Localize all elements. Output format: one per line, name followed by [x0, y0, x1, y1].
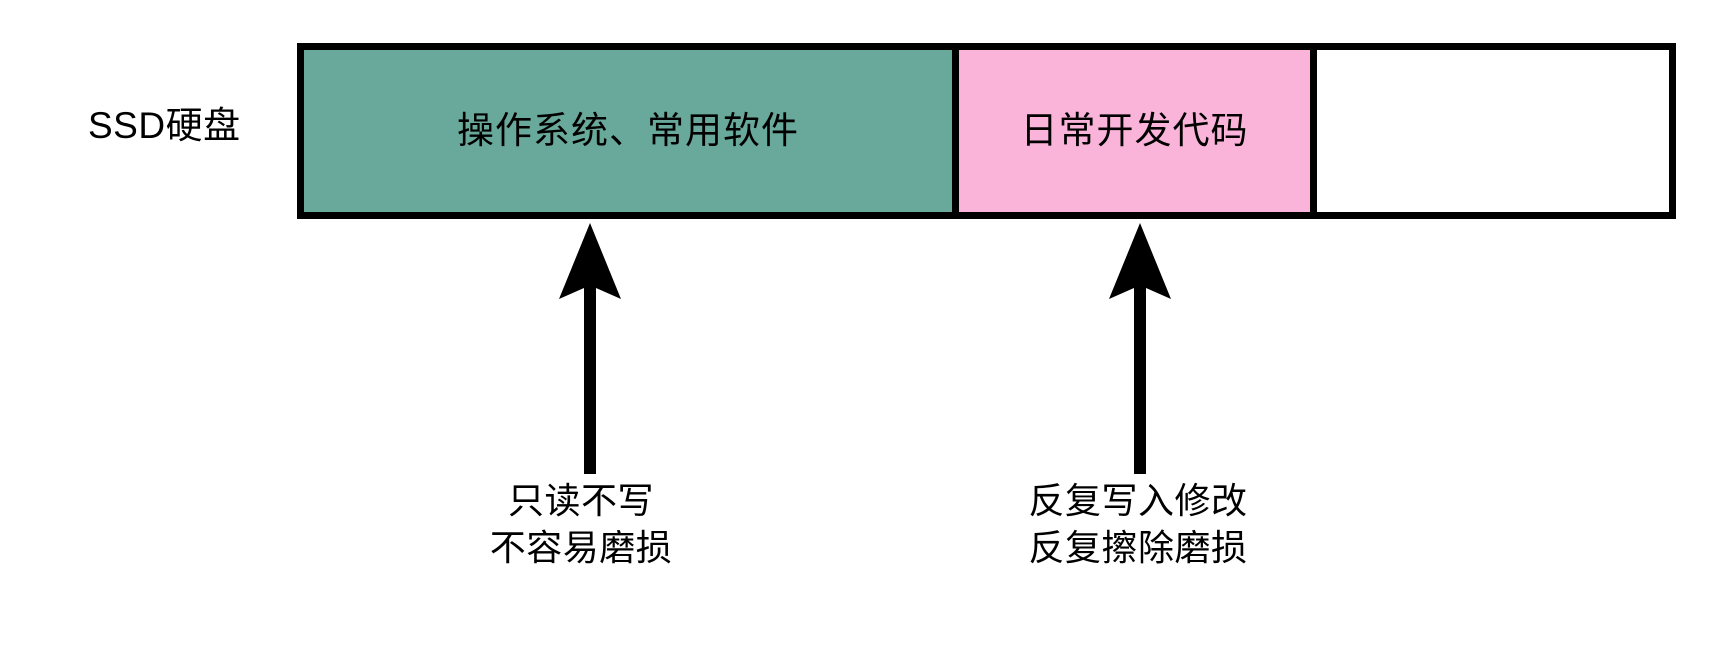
- caption-line-1: 只读不写: [507, 480, 654, 521]
- annotation-frequent-write-caption: 反复写入修改 反复擦除磨损: [928, 477, 1348, 571]
- bar-segment-dev-code-label: 日常开发代码: [1020, 110, 1249, 151]
- annotation-read-only-caption: 只读不写 不容易磨损: [371, 477, 791, 571]
- bar-segment-free-space: [1317, 50, 1669, 212]
- up-arrow-icon: [559, 223, 621, 474]
- caption-line-1: 反复写入修改: [1028, 480, 1248, 521]
- bar-segment-dev-code: 日常开发代码: [959, 50, 1317, 212]
- bar-segment-os-software-label: 操作系统、常用软件: [457, 110, 799, 151]
- ssd-capacity-bar: 操作系统、常用软件 日常开发代码: [297, 43, 1676, 219]
- caption-line-2: 反复擦除磨损: [1028, 527, 1248, 568]
- caption-line-2: 不容易磨损: [489, 527, 673, 568]
- disk-row-label: SSD硬盘: [88, 105, 241, 146]
- up-arrow-icon: [1109, 223, 1171, 474]
- bar-segment-os-software: 操作系统、常用软件: [304, 50, 959, 212]
